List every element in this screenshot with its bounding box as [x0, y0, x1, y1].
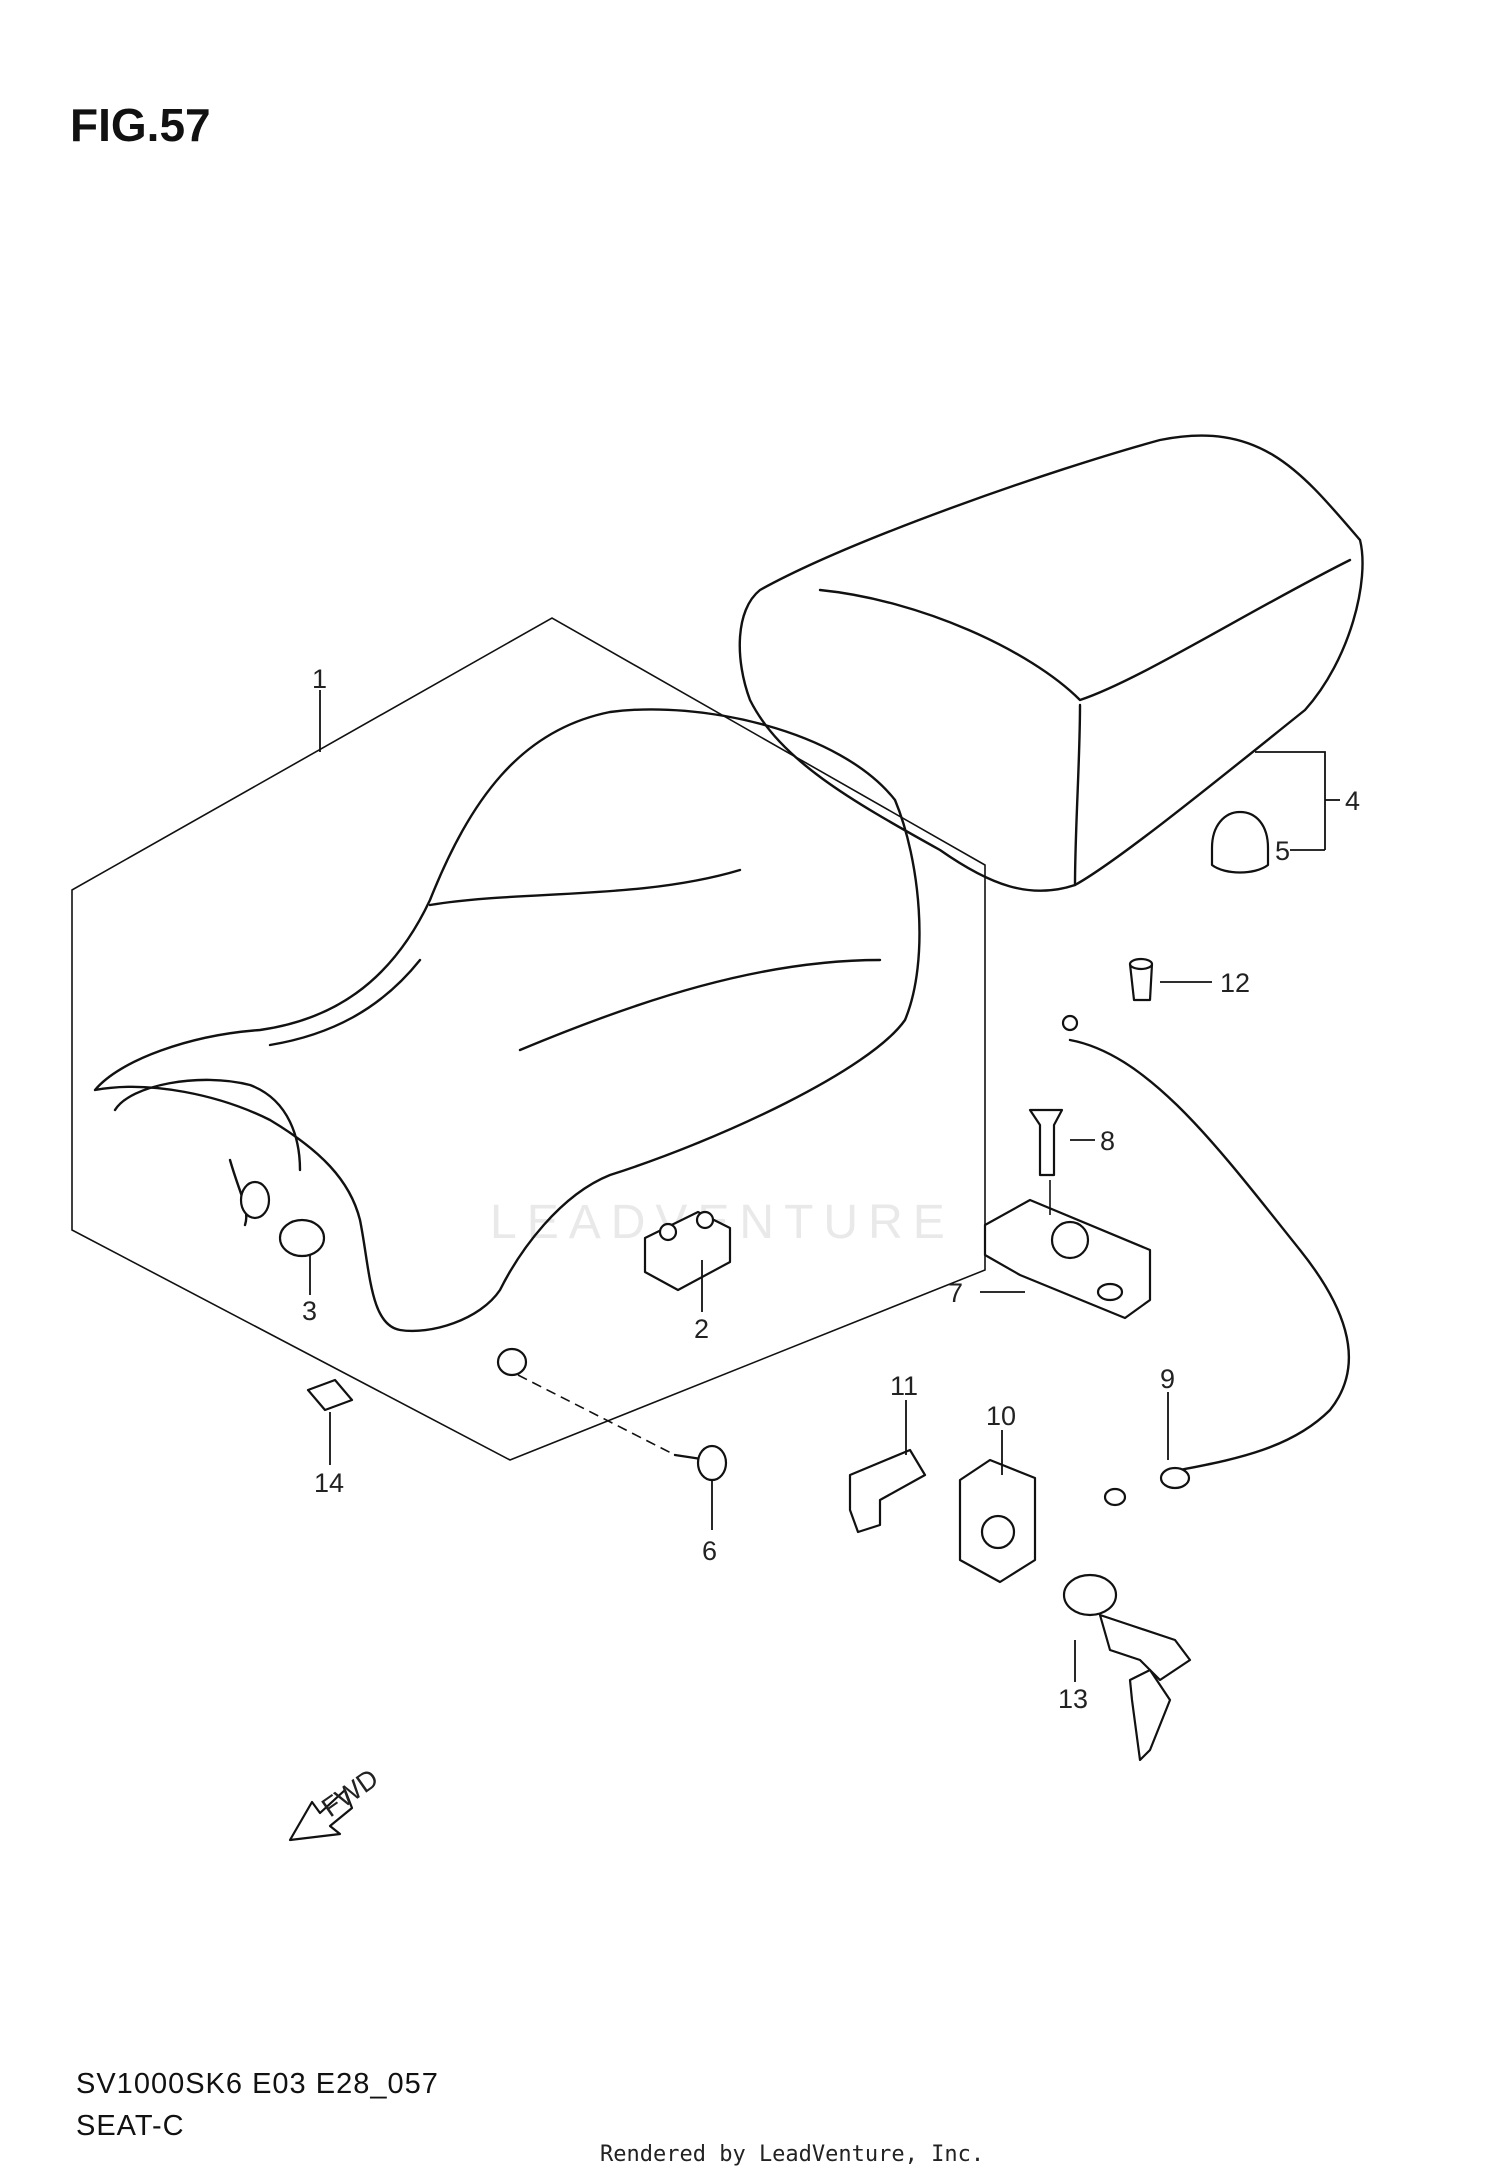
- callout-3: 3: [302, 1296, 317, 1326]
- callout-4: 4: [1345, 786, 1360, 816]
- callout-2: 2: [694, 1314, 709, 1344]
- cable-part-9: [1061, 1014, 1351, 1507]
- bolt-part-12: [1128, 957, 1154, 1002]
- bolt-part-6: [673, 1444, 728, 1482]
- screw-part-8: [1028, 1108, 1064, 1177]
- callout-14: 14: [314, 1468, 344, 1498]
- rear-seat: [738, 434, 1364, 892]
- callout-6: 6: [702, 1536, 717, 1566]
- callout-1: 1: [312, 664, 327, 694]
- lock-bracket-part-7: [983, 1198, 1152, 1320]
- cushion-part-5: [1210, 810, 1270, 874]
- section-name: SEAT-C: [76, 2110, 185, 2142]
- callout-13: 13: [1058, 1684, 1088, 1714]
- callout-10: 10: [986, 1401, 1016, 1431]
- leader-lines: [309, 690, 1340, 1682]
- bracket-part-2: [643, 1210, 732, 1292]
- rendered-by: Rendered by LeadVenture, Inc.: [600, 2142, 985, 2167]
- key-lock-part-13: [1062, 1573, 1192, 1762]
- label-part-14: [306, 1378, 354, 1412]
- callout-7: 7: [948, 1278, 963, 1308]
- callout-9: 9: [1160, 1364, 1175, 1394]
- cushion-part-3: [278, 1218, 326, 1258]
- callout-11: 11: [890, 1371, 918, 1401]
- figure-title: FIG.57: [70, 99, 211, 151]
- callout-8: 8: [1100, 1126, 1115, 1156]
- front-seat-assembly-box: [71, 617, 986, 1461]
- front-seat: [93, 708, 921, 1377]
- clip-part-11: [848, 1448, 927, 1534]
- fwd-arrow: FWD: [288, 1763, 384, 1842]
- bracket-part-10: [958, 1458, 1037, 1584]
- model-code: SV1000SK6 E03 E28_057: [76, 2068, 439, 2100]
- callout-12: 12: [1220, 968, 1250, 998]
- callout-5: 5: [1275, 836, 1290, 866]
- fwd-arrow-label: FWD: [316, 1763, 384, 1823]
